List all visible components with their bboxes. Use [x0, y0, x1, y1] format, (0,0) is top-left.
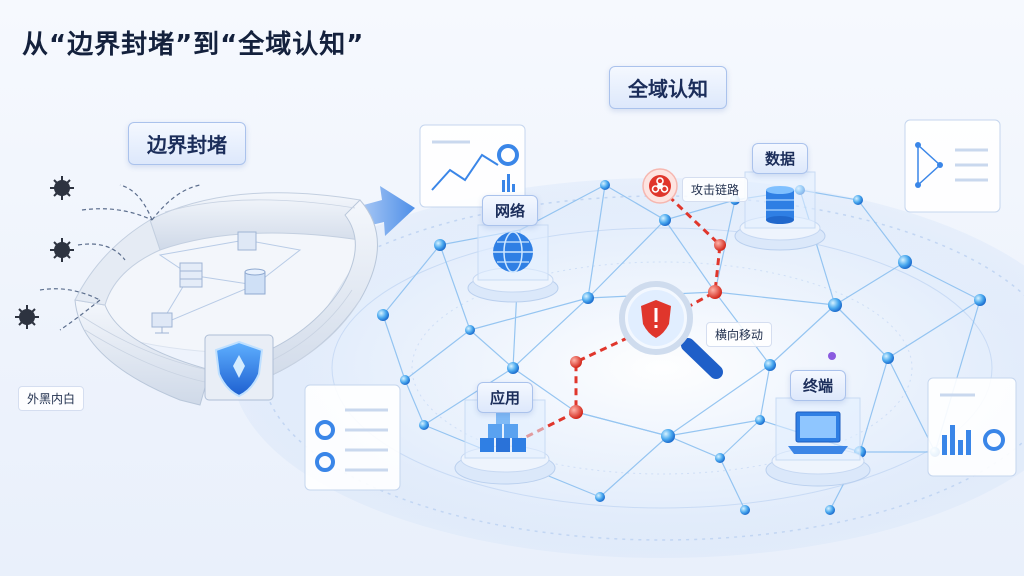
panel-graph: [904, 119, 1001, 213]
label-terminal: 终端: [790, 370, 847, 401]
label-boundary-blocking: 边界封堵: [128, 122, 246, 165]
data-pod: [734, 171, 826, 251]
panel-line-chart: [419, 124, 526, 208]
fortress: [39, 184, 378, 406]
network-pod: [467, 224, 559, 303]
biohazard-icon: [642, 168, 678, 204]
network-nodes: [377, 180, 986, 515]
panel-donut-left: [304, 384, 401, 491]
label-application: 应用: [477, 382, 534, 413]
database-icon: [244, 268, 266, 295]
label-lateral-movement: 横向移动: [706, 322, 773, 347]
label-outer-black-inner-white: 外黑内白: [18, 386, 85, 411]
laptop-icon: [788, 411, 848, 454]
globe-icon: [493, 231, 533, 273]
monitor-icon: [151, 312, 173, 334]
cubes-icon: [480, 410, 526, 452]
cube-icon: [237, 231, 257, 251]
server-icon: [179, 262, 203, 288]
terminal-pod: [765, 397, 871, 487]
magnifier-icon: [619, 281, 723, 379]
panel-bar-chart: [927, 377, 1017, 477]
label-global-awareness: 全域认知: [609, 66, 727, 109]
label-network: 网络: [482, 195, 539, 226]
blocked-arrows: [39, 184, 201, 331]
shield-icon: [204, 334, 274, 401]
database-icon: [766, 186, 794, 224]
page-title: 从“边界封堵”到“全域认知”: [22, 30, 365, 60]
virus-icon: [15, 176, 74, 329]
label-attack-chain: 攻击链路: [682, 177, 749, 202]
label-data: 数据: [752, 143, 809, 174]
